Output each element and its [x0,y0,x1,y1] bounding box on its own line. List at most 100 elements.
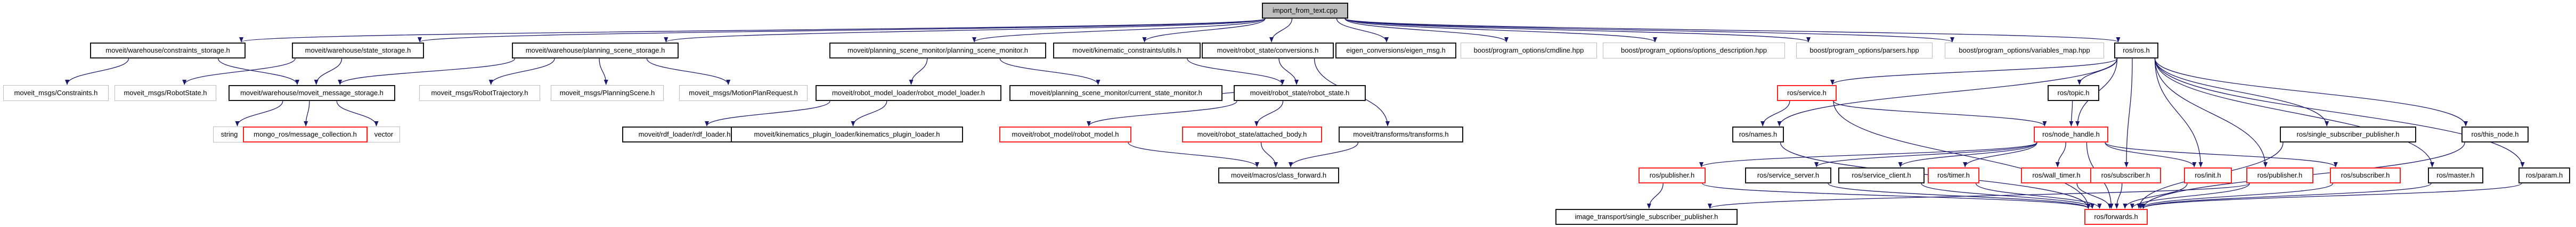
graph-node-ros-names[interactable]: ros/names.h [1732,127,1784,142]
include-edge [1344,18,1657,43]
graph-node-po-variables-map: boost/program_options/variables_map.hpp [1945,43,2104,58]
include-edge [1336,18,1389,43]
graph-node-planning-scene-monitor[interactable]: moveit/planning_scene_monitor/planning_s… [829,43,1046,58]
graph-node-rs-conversions[interactable]: moveit/robot_state/conversions.h [1202,43,1334,58]
graph-node-current-state-monitor[interactable]: moveit/planning_scene_monitor/current_st… [1009,85,1222,101]
graph-node-attached-body[interactable]: moveit/robot_state/attached_body.h [1182,127,1322,142]
include-edge [972,18,1266,43]
graph-node-eigen-msg[interactable]: eigen_conversions/eigen_msg.h [1335,43,1456,58]
graph-node-ros-param[interactable]: ros/param.h [2518,167,2570,183]
graph-node-robot-model-loader[interactable]: moveit/robot_model_loader/robot_model_lo… [816,85,1001,101]
graph-node-ros-service-server[interactable]: ros/service_server.h [1745,167,1831,183]
include-edge [1975,183,2102,209]
include-edge [1898,142,2037,167]
graph-node-msgs-robot-trajectory: moveit_msgs/RobotTrajectory.h [419,85,540,101]
graph-node-kinematics-plugin-loader[interactable]: moveit/kinematics_plugin_loader/kinemati… [731,127,963,142]
include-edge [999,58,1100,85]
include-edge [1344,18,1509,43]
graph-node-planning-scene-storage[interactable]: moveit/warehouse/planning_scene_storage.… [512,43,679,58]
graph-node-mongo-message-collection[interactable]: mongo_ros/message_collection.h [243,127,368,142]
include-edge [2077,58,2118,85]
include-edge [338,58,516,85]
graph-node-class-forward[interactable]: moveit/macros/class_forward.h [1218,167,1339,183]
graph-node-kc-utils[interactable]: moveit/kinematic_constraints/utils.h [1053,43,1201,58]
include-edge [1260,142,1278,167]
include-edge [909,58,928,85]
graph-node-ros-wall-timer[interactable]: ros/wall_timer.h [2021,167,2092,183]
include-edge [1289,142,1359,167]
graph-node-ros-ros[interactable]: ros/ros.h [2114,43,2158,58]
include-edge [1344,18,2120,43]
include-edge [1278,58,1299,85]
include-edge [1814,142,2037,167]
include-edge [239,18,1266,43]
include-edge [851,100,887,127]
graph-node-ros-init[interactable]: ros/init.h [2184,167,2232,183]
include-edge [2076,183,2112,209]
include-edge [217,58,299,85]
include-edge [182,58,296,85]
include-edge [1087,100,1237,127]
include-edge [2154,58,2203,167]
include-edge [1777,58,2118,127]
graph-node-ros-subscriber-2[interactable]: ros/subscriber.h [2330,167,2401,183]
include-edge [2055,142,2066,167]
graph-node-ros-service-client[interactable]: ros/service_client.h [1838,167,1925,183]
include-edge [1828,183,2091,209]
include-edge [2154,58,2468,127]
include-edge [65,58,129,85]
include-edge [418,18,1266,43]
graph-node-message-storage[interactable]: moveit/warehouse/moveit_message_storage.… [229,85,395,101]
graph-node-ros-publisher-2[interactable]: ros/publisher.h [2246,167,2313,183]
graph-node-state-storage[interactable]: moveit/warehouse/state_storage.h [292,43,424,58]
graph-node-ros-this-node[interactable]: ros/this_node.h [2461,127,2529,142]
include-edge [1128,142,1259,167]
graph-node-ros-forwards[interactable]: ros/forwards.h [2084,209,2148,225]
include-edge [2154,58,2434,167]
include-edge [2138,183,2334,209]
include-edge [1269,18,1293,43]
include-edge [1187,58,1285,85]
graph-node-msgs-constraints: moveit_msgs/Constraints.h [3,85,109,101]
graph-node-transforms[interactable]: moveit/transforms/transforms.h [1339,127,1463,142]
include-edge [1708,183,2250,209]
graph-node-ros-subscriber-1[interactable]: ros/subscriber.h [2090,167,2161,183]
graph-node-string: string [213,127,246,142]
include-edge [2069,100,2074,127]
include-edge [1833,100,2047,127]
include-edge [1760,100,1790,127]
include-edge [2124,58,2133,167]
include-edge [1699,142,2037,167]
include-edge [664,18,1266,43]
include-edge [2154,58,2525,167]
graph-node-ros-timer[interactable]: ros/timer.h [1928,167,1979,183]
graph-node-ros-service[interactable]: ros/service.h [1777,85,1837,101]
include-edge [336,100,379,127]
graph-node-ros-topic[interactable]: ros/topic.h [2048,85,2099,101]
include-edge [1344,18,1811,43]
graph-node-ros-master[interactable]: ros/master.h [2428,167,2483,183]
graph-node-constraints-storage[interactable]: moveit/warehouse/constraints_storage.h [90,43,246,58]
graph-node-msgs-robot-state: moveit_msgs/RobotState.h [115,85,216,101]
graph-node-ros-publisher-1[interactable]: ros/publisher.h [1638,167,1706,183]
include-edge [1963,142,2037,167]
include-edge [2154,58,2329,127]
graph-node-po-parsers: boost/program_options/parsers.hpp [1796,43,1933,58]
include-edge [1833,100,2091,209]
include-edge [1702,183,2091,209]
include-edge [599,58,608,85]
graph-node-ros-ssp[interactable]: ros/single_subscriber_publisher.h [2280,127,2416,142]
graph-node-ros-node-handle[interactable]: ros/node_handle.h [2034,127,2108,142]
graph-node-po-cmdline: boost/program_options/cmdline.hpp [1461,43,1597,58]
include-edge [1142,18,1266,43]
include-edge [1344,18,1954,43]
graph-node-robot-model[interactable]: moveit/robot_model/robot_model.h [999,127,1131,142]
graph-node-image-transport-ssp[interactable]: image_transport/single_subscriber_publis… [1555,209,1738,225]
graph-node-rdf-loader[interactable]: moveit/rdf_loader/rdf_loader.h [622,127,747,142]
include-edge [2105,142,2197,167]
graph-node-po-options-description: boost/program_options/options_descriptio… [1603,43,1785,58]
include-edge [2123,183,2188,209]
graph-node-robot-state[interactable]: moveit/robot_state/robot_state.h [1234,85,1366,101]
